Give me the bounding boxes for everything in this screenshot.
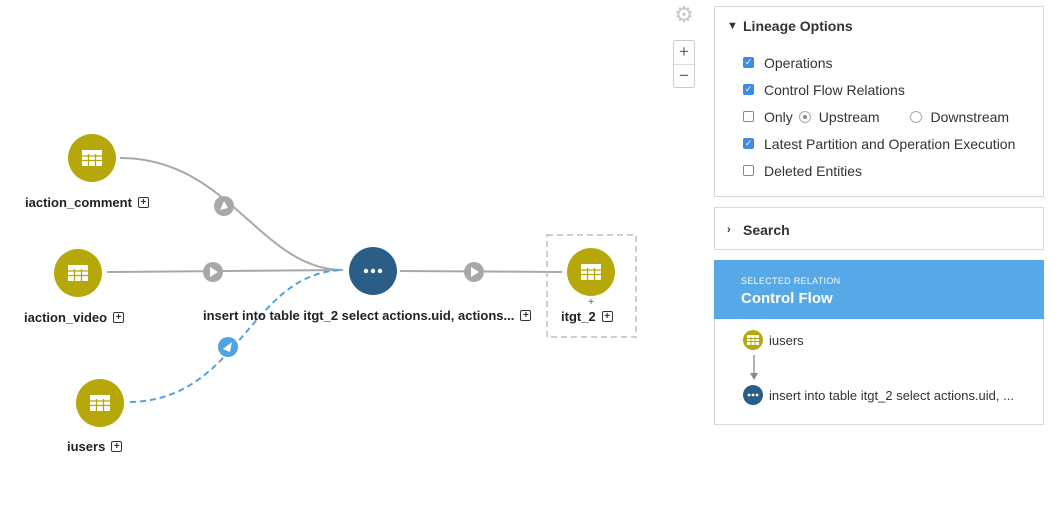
gear-icon[interactable]: ⚙ [674,2,694,27]
table-icon [89,394,111,412]
ellipsis-icon [743,385,763,405]
node-iusers [76,379,124,427]
node-label-itgt-2[interactable]: itgt_2 + [561,309,613,324]
selected-relation-body: iusers insert into table itgt_2 select a… [714,319,1044,425]
checkbox-operations[interactable]: ✓ [743,57,754,68]
node-label-text: iaction_comment [25,195,132,210]
radio-label-downstream: Downstream [930,108,1010,125]
checkbox-latest-partition[interactable]: ✓ [743,138,754,149]
radio-downstream[interactable] [910,110,923,123]
relation-to-label: insert into table itgt_2 select actions.… [769,387,1014,403]
edge-users-to-operation-control-flow [129,269,344,403]
edge-arrow-users [218,337,238,357]
node-itgt-2: + [567,248,615,308]
radio-label-upstream: Upstream [818,108,880,125]
search-header[interactable]: › Search [715,208,1043,251]
chevron-right-icon: › [727,223,731,236]
option-label: Control Flow Relations [764,81,905,98]
edge-video-to-operation [106,269,344,273]
selected-relation-title: Control Flow [741,290,833,307]
relation-to[interactable]: insert into table itgt_2 select actions.… [743,385,1014,405]
target-selection-box [546,234,637,338]
option-operations[interactable]: ✓ Operations [715,49,1043,76]
node-label-text: insert into table itgt_2 select actions.… [203,308,515,323]
node-label-iaction-comment[interactable]: iaction_comment + [25,195,149,210]
table-icon [743,330,763,350]
plus-square-icon[interactable]: + [520,310,532,321]
lineage-graph[interactable]: + iaction_comment + iaction_video + iuse… [0,0,700,511]
ellipsis-icon [363,268,369,274]
node-label-text: itgt_2 [561,309,596,324]
node-iaction-video [54,249,102,297]
node-label-text: iusers [67,439,106,454]
node-iaction-comment [68,134,116,182]
checkbox-deleted-entities[interactable] [743,165,754,176]
edge-arrow-target [464,262,484,282]
node-operation [349,247,397,295]
plus-square-icon[interactable]: + [137,197,149,208]
edge-comment-to-operation [119,157,344,271]
option-label: Deleted Entities [764,162,863,179]
selected-relation-header: SELECTED RELATION Control Flow [714,260,1044,319]
node-label-iaction-video[interactable]: iaction_video + [24,310,125,325]
table-icon [81,149,103,167]
lineage-options-panel: ▼ Lineage Options ✓ Operations ✓ Control… [714,6,1044,197]
checkbox-only[interactable] [743,111,754,122]
radio-upstream[interactable] [798,110,811,123]
lineage-options-title: Lineage Options [743,18,853,34]
table-icon [580,263,602,281]
lineage-graph-svg: + [54,134,637,427]
zoom-in-button[interactable]: + [679,42,689,61]
option-deleted-entities[interactable]: Deleted Entities [715,157,1043,184]
table-icon [67,264,89,282]
svg-text:+: + [588,297,594,308]
plus-square-icon[interactable]: + [601,311,613,322]
node-label-operation[interactable]: insert into table itgt_2 select actions.… [203,308,532,323]
option-label: Latest Partition and Operation Execution [764,135,1016,152]
edge-arrow-comment [214,196,234,216]
selected-relation-subtitle: SELECTED RELATION [741,276,841,286]
zoom-out-button[interactable]: − [674,64,694,87]
search-title: Search [743,221,790,238]
node-label-iusers[interactable]: iusers + [67,439,123,454]
node-label-text: iaction_video [24,310,108,325]
option-label: Operations [764,54,833,71]
option-label: Only [764,108,793,125]
relation-from-label: iusers [769,332,804,348]
lineage-options-header[interactable]: ▼ Lineage Options [715,7,1043,45]
plus-square-icon[interactable]: + [111,441,123,452]
checkbox-control-flow[interactable]: ✓ [743,84,754,95]
option-latest-partition[interactable]: ✓ Latest Partition and Operation Executi… [715,130,1043,157]
arrow-down-icon [750,355,758,380]
chevron-down-icon: ▼ [727,20,738,32]
plus-square-icon[interactable]: + [113,312,125,323]
relation-from[interactable]: iusers [743,330,804,350]
zoom-control: + − [673,40,695,88]
edge-arrow-video [203,262,223,282]
option-control-flow[interactable]: ✓ Control Flow Relations [715,76,1043,103]
option-only-direction: Only Upstream Downstream [715,103,1043,130]
search-panel[interactable]: › Search [714,207,1044,250]
